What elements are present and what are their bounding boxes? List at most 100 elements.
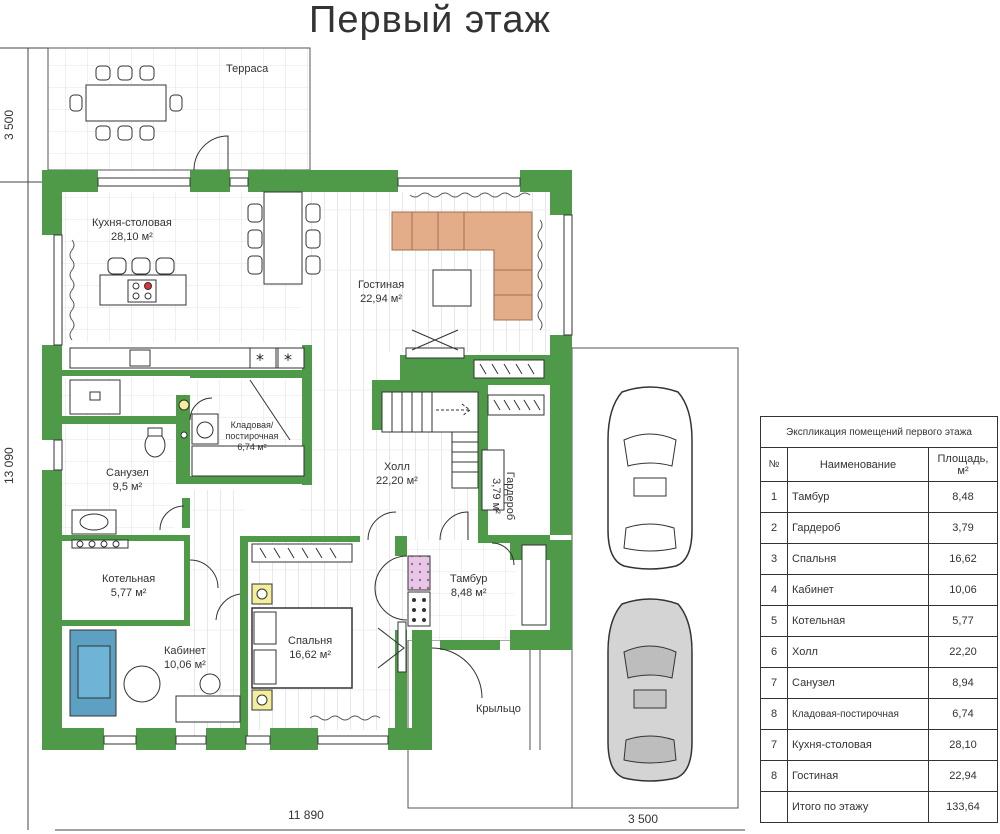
room-label-living: Гостиная 22,94 м² <box>358 278 404 306</box>
car-icon-bottom <box>607 598 693 782</box>
room-label-porch: Крыльцо <box>476 702 521 716</box>
freezer-icons: ** <box>256 350 292 369</box>
table-caption: Экспликация помещений первого этажа <box>760 416 998 448</box>
porch-steps <box>529 650 541 750</box>
room-label-boiler: Котельная 5,77 м² <box>102 572 155 600</box>
room-label-bath: Санузел 9,5 м² <box>106 466 149 494</box>
car-icon-top <box>607 386 693 570</box>
svg-text:*: * <box>256 350 264 369</box>
kitchen-furniture <box>69 191 321 369</box>
room-name: Гардероб <box>504 471 516 521</box>
dim-terrace-depth: 3 500 <box>2 109 16 140</box>
stairs <box>381 391 479 489</box>
living-furniture <box>391 211 533 359</box>
row-area: 8,48 <box>928 481 998 513</box>
row-area: 16,62 <box>928 543 998 575</box>
wardrobe-fittings <box>251 359 547 626</box>
row-num: 4 <box>760 574 788 606</box>
row-name: Спальня <box>787 543 929 575</box>
room-name: Кабинет <box>164 645 206 657</box>
row-num: 6 <box>760 636 788 668</box>
room-area: 3,79 м² <box>490 478 502 514</box>
row-area: 22,20 <box>928 636 998 668</box>
room-name: Крыльцо <box>476 703 521 715</box>
row-name: Кладовая-постирочная <box>787 698 929 730</box>
washing-machine <box>178 379 305 477</box>
row-name: Холл <box>787 636 929 668</box>
room-area: 5,77 м² <box>110 587 147 599</box>
table-header-row: № Наименование Площадь, м² <box>760 447 998 482</box>
room-label-terrace: Терраса <box>226 62 268 76</box>
total-area: 133,64 <box>928 791 998 823</box>
room-area: 22,20 м² <box>376 475 418 487</box>
row-num: 1 <box>760 481 788 513</box>
room-name: Санузел <box>106 467 149 479</box>
bathroom-fixtures <box>69 379 166 549</box>
room-area: 10,06 м² <box>164 659 206 671</box>
row-name: Гардероб <box>787 512 929 544</box>
row-num: 5 <box>760 605 788 637</box>
row-area: 10,06 <box>928 574 998 606</box>
row-area: 22,94 <box>928 760 998 792</box>
dim-garage-width: 3 500 <box>628 812 659 826</box>
vestibule-shelves <box>407 449 505 627</box>
row-area: 6,74 <box>928 698 998 730</box>
row-name: Котельная <box>787 605 929 637</box>
row-area: 5,77 <box>928 605 998 637</box>
total-label: Итого по этажу <box>787 791 929 823</box>
header-name: Наименование <box>787 447 929 482</box>
row-name: Гостиная <box>787 760 929 792</box>
terrace-dining-table <box>69 65 183 141</box>
room-name: Терраса <box>226 63 269 75</box>
bed <box>251 583 407 711</box>
curtains <box>69 192 543 721</box>
room-label-office: Кабинет 10,06 м² <box>164 644 206 672</box>
row-num: 2 <box>760 512 788 544</box>
doors <box>159 135 515 699</box>
room-area: 9,5 м² <box>112 481 143 493</box>
windows <box>53 177 573 745</box>
row-num: 8 <box>760 698 788 730</box>
row-name: Кухня-столовая <box>787 729 929 761</box>
room-name: Спальня <box>288 635 333 647</box>
dimension-lines <box>0 47 745 831</box>
svg-text:*: * <box>284 350 292 369</box>
row-area: 3,79 <box>928 512 998 544</box>
room-area: 8,48 м² <box>450 587 487 599</box>
row-name: Тамбур <box>787 481 929 513</box>
row-name: Кабинет <box>787 574 929 606</box>
row-num: 7 <box>760 667 788 699</box>
room-name: Гостиная <box>358 279 405 291</box>
room-label-vestibule: Тамбур 8,48 м² <box>450 572 487 600</box>
row-area: 8,94 <box>928 667 998 699</box>
room-label-hall: Холл 22,20 м² <box>376 460 418 488</box>
row-name: Санузел <box>787 667 929 699</box>
room-name: Тамбур <box>450 573 488 585</box>
office-furniture <box>69 629 241 723</box>
header-num: № <box>760 447 788 482</box>
row-area: 28,10 <box>928 729 998 761</box>
dim-total-width: 11 890 <box>288 808 324 822</box>
header-area: Площадь, м² <box>928 447 998 482</box>
row-num: 3 <box>760 543 788 575</box>
explication-table: Экспликация помещений первого этажа № На… <box>760 416 998 823</box>
room-name: Котельная <box>102 573 156 585</box>
room-area: 22,94 м² <box>360 293 402 305</box>
room-name: Холл <box>383 461 410 473</box>
page-title: Первый этаж <box>309 0 551 41</box>
